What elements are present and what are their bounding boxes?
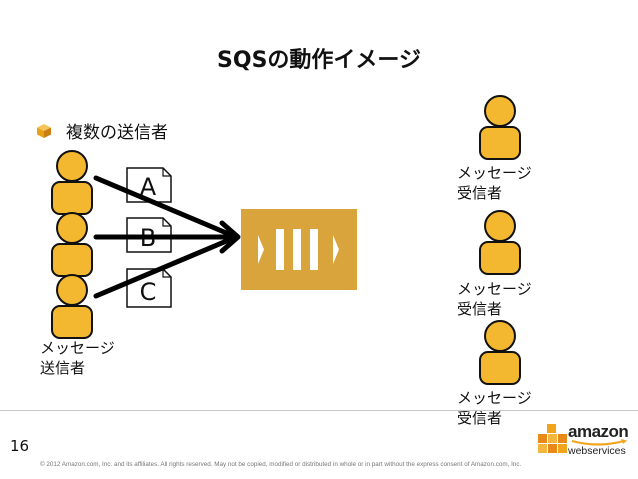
logo-wordmark: amazon [568,422,629,441]
sender-person-icon [51,150,93,215]
receiver-person-icon [479,210,521,275]
message-doc-a: A [126,167,172,203]
bullet-item: 複数の送信者 [36,118,168,143]
sender-person-icon [51,212,93,277]
logo-subtitle: webservices [568,445,626,457]
logo-smile-icon [571,439,627,446]
receiver-label: メッセージ 受信者 [457,389,532,427]
sender-label: メッセージ 送信者 [40,339,115,377]
footer-divider [0,410,638,411]
receiver-person-icon [479,95,521,160]
sender-person-icon [51,274,93,339]
copyright-notice: © 2012 Amazon.com, Inc. and its affiliat… [40,461,522,468]
bullet-text: 複数の送信者 [66,123,168,143]
receiver-person-icon [479,320,521,385]
page-number: 16 [10,437,30,455]
sqs-queue-icon [241,209,357,290]
cube-bullet-icon [37,123,51,138]
slide-title: SQSの動作イメージ [217,48,421,73]
send-arrows [93,175,241,299]
receiver-label: メッセージ 受信者 [457,280,532,318]
aws-cubes-icon [538,424,567,453]
receiver-label: メッセージ 受信者 [457,164,532,202]
aws-logo: amazon webservices [538,418,634,470]
message-doc-c: C [126,268,172,308]
message-label-a: A [140,173,157,201]
message-label-c: C [140,278,157,306]
